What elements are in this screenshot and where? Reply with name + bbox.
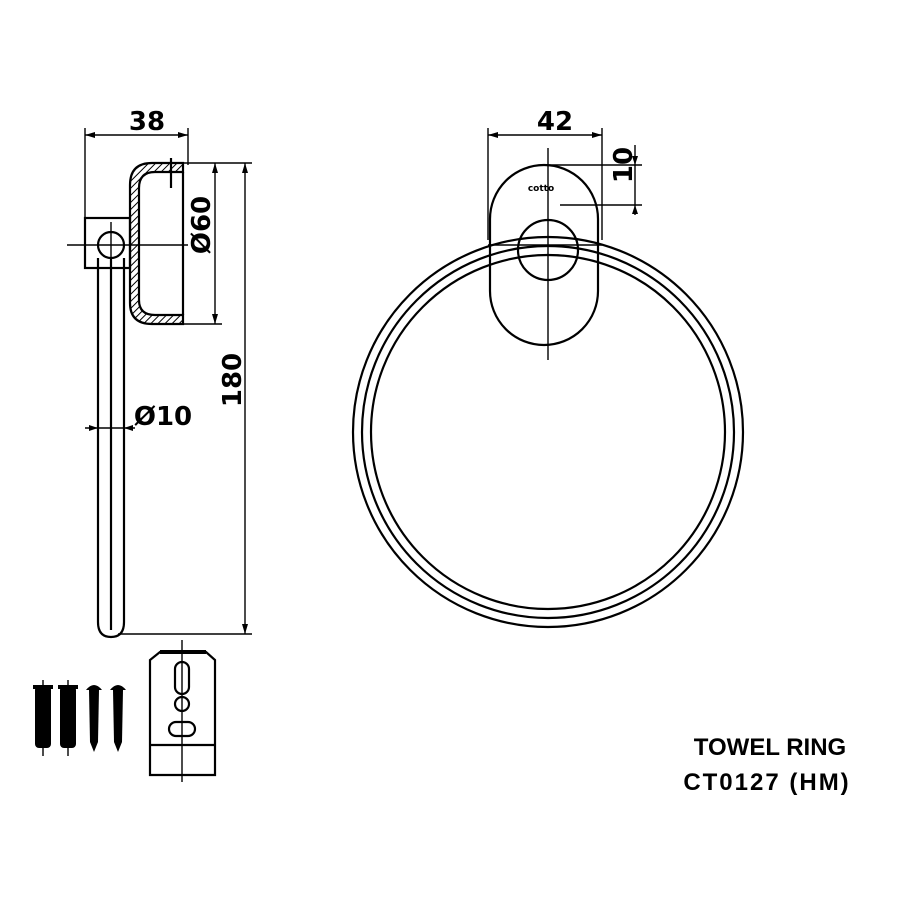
product-name: TOWEL RING	[694, 734, 846, 761]
wall-anchor	[33, 680, 53, 756]
screw	[110, 685, 126, 752]
front-view: 42 10 cotto	[351, 107, 745, 629]
dimension-plate-width: 42	[537, 107, 573, 137]
dimension-depth: 38	[129, 107, 165, 137]
wall-anchor	[58, 680, 78, 756]
dimension-overall-height: 180	[218, 353, 248, 407]
dimension-plate-diameter: Ø60	[187, 196, 217, 254]
dimension-rod-diameter: Ø10	[134, 402, 192, 432]
screws-and-anchors	[33, 680, 126, 756]
backplate-section	[128, 161, 185, 326]
side-view: 38 Ø10 Ø60 180	[67, 107, 252, 639]
mounting-bracket	[148, 640, 217, 782]
dimension-plate-offset: 10	[609, 147, 639, 183]
product-code: CT0127 (HM)	[683, 769, 850, 796]
brand-logo: cotto	[528, 184, 554, 194]
screw	[86, 685, 102, 752]
